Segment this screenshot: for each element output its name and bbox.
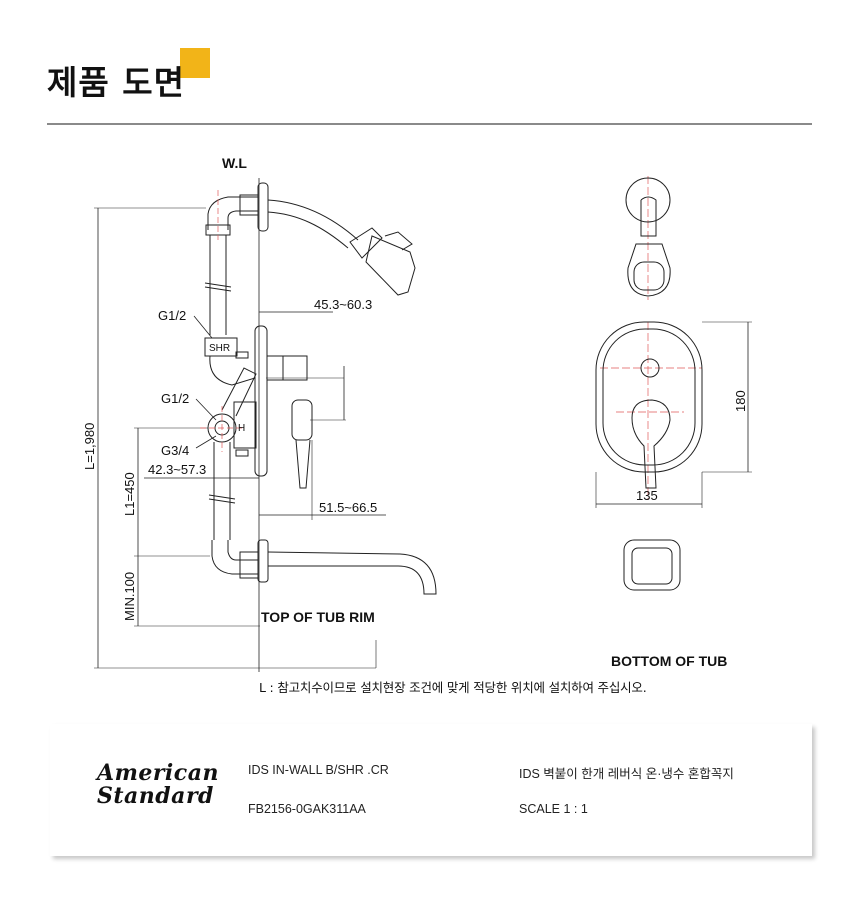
mixer-body [233,401,257,449]
logo-line-1: American [97,760,219,786]
wall-plate-section [254,325,268,477]
install-note: L : 참고치수이므로 설치현장 조건에 맞게 적당한 위치에 설치하여 주십시… [259,680,647,695]
shower-neck [349,227,383,259]
front-arm [640,196,657,237]
label-dim-51: 51.5~66.5 [319,500,377,515]
top-flange [257,182,269,232]
title-accent-square [180,48,210,78]
shower-arm-upper [267,199,359,241]
page-title-block: 제품 도면 [47,46,227,106]
label-dim-135: 135 [636,488,658,503]
bolt-2 [235,449,249,457]
top-elbow-nut [239,194,259,216]
front-diverter [640,358,660,378]
label-g12-top: G1/2 [158,308,186,323]
front-flange [625,177,671,223]
bottom-elbow-inner [227,540,258,561]
lever-handle [295,439,311,489]
shower-head [365,235,416,296]
label-g34: G3/4 [161,443,189,458]
tub-spout [267,551,437,595]
front-showerhead [627,243,671,297]
label-wl: W.L [222,155,247,171]
front-plate-outer [595,321,703,473]
diag-connector [221,367,257,417]
top-elbow-inner [227,210,258,230]
pipe-break-2 [204,286,232,292]
pipe-break-3 [208,494,236,500]
label-dim-45: 45.3~60.3 [314,297,372,312]
front-showerhead-face [633,261,665,291]
bolt-1 [235,351,249,359]
label-l1: L1=450 [122,472,137,516]
title-divider [47,123,812,125]
label-dim-180: 180 [733,390,748,412]
label-bottom-tub: BOTTOM OF TUB [611,653,727,669]
model-number: FB2156-0GAK311AA [248,802,366,816]
logo-line-2: Standard [97,783,214,809]
bottom-flange [257,539,269,583]
scale-text: SCALE 1 : 1 [519,802,588,816]
front-lever [631,399,671,489]
brand-logo: American Standard [97,762,219,808]
front-plate-inner [602,328,696,466]
valve-upper-body [209,340,256,386]
pipe-break-1 [204,282,232,288]
pipe-break-4 [208,498,236,504]
front-spout-inner [631,547,673,585]
lever-hub [291,399,313,441]
product-name: IDS 벽붙이 한개 레버식 온·냉수 혼합꼭지 [519,767,734,781]
front-spout-outer [623,539,681,591]
label-shr: SHR [209,343,230,354]
label-dim-42: 42.3~57.3 [148,462,206,477]
label-l-total: L=1,980 [82,423,97,470]
technical-drawing: W.L G1/2 SHR 45.3~60.3 G1/2 H G3/4 42.3~… [82,155,752,672]
shower-arm-lower [267,211,349,249]
product-code: IDS IN-WALL B/SHR .CR [248,763,389,777]
page-title: 제품 도면 [47,63,185,102]
label-top-rim: TOP OF TUB RIM [261,609,375,625]
bottom-elbow-outer [211,540,258,575]
shr-port [204,337,238,357]
label-min100: MIN.100 [122,572,137,621]
info-panel: American Standard IDS IN-WALL B/SHR .CR … [50,724,812,856]
label-g12-mid: G1/2 [161,391,189,406]
label-h: H [238,423,245,434]
upper-outlet [266,355,308,381]
shower-knob [384,231,413,251]
top-elbow-outer [207,196,258,230]
